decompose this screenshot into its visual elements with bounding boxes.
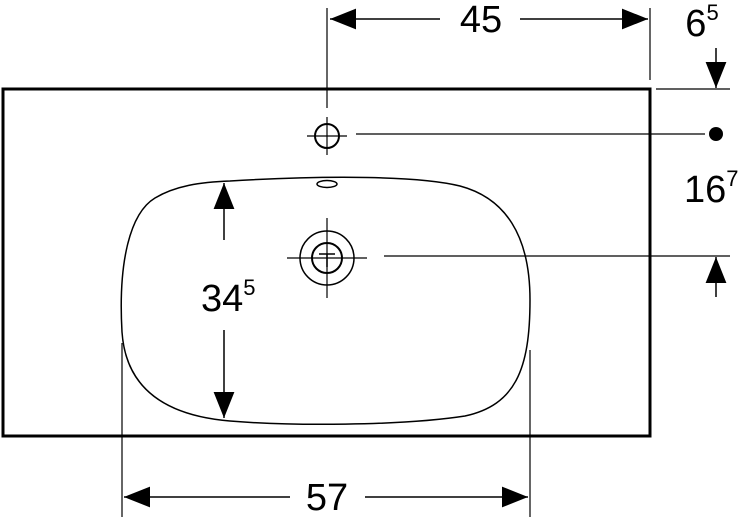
tap-hole-symbol <box>307 117 347 155</box>
top-offset-label: 65 <box>685 0 718 45</box>
basin-width-label: 57 <box>306 477 348 517</box>
top-width-label: 45 <box>460 0 502 41</box>
right-offset-label: 167 <box>684 166 739 211</box>
tap-centre-dot <box>709 127 723 141</box>
drain-symbol <box>287 218 367 298</box>
overflow-hole <box>316 179 338 189</box>
basin-outline <box>120 176 531 426</box>
basin-depth-label: 345 <box>201 275 256 320</box>
